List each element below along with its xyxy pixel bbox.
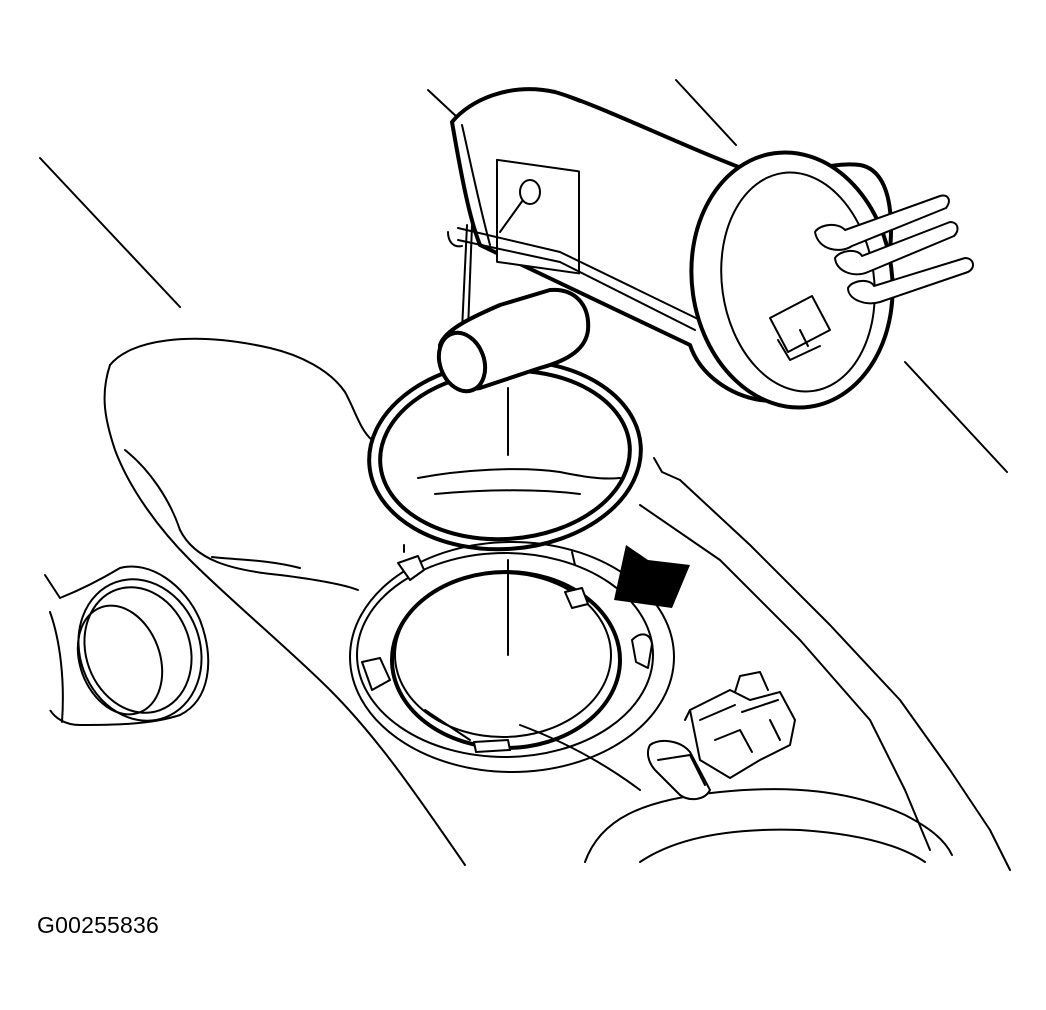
fuel-tank-surface [103,337,1011,871]
figure-code: G00255836 [37,912,160,938]
fuel-pump-sender-assembly [447,87,974,410]
fuel-filler-neck [44,565,210,726]
leader-lines [39,79,1008,473]
direction-arrow [614,545,690,608]
fuel-tank-opening [349,541,675,773]
float [436,287,591,394]
o-ring-seal [367,358,643,656]
electrical-connector [646,671,796,801]
